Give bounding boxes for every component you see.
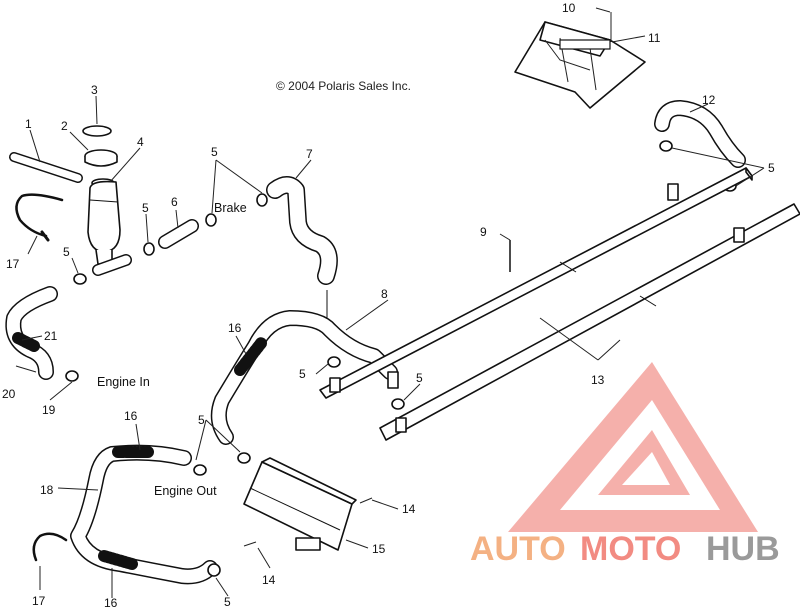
heat-exchanger-part-15 xyxy=(243,457,357,551)
fitting-upper-right xyxy=(667,183,679,201)
clamp-part-5-h xyxy=(391,398,405,410)
callout-14-b: 14 xyxy=(262,573,276,587)
callout-12: 12 xyxy=(702,93,716,107)
clamp-part-5-a xyxy=(73,273,87,285)
callout-14-a: 14 xyxy=(402,502,416,516)
copyright-text: © 2004 Polaris Sales Inc. xyxy=(276,79,411,93)
callout-5-f: 5 xyxy=(768,161,775,175)
fitting-lower-left xyxy=(395,417,407,433)
callout-11: 11 xyxy=(648,31,661,45)
clamp-part-5-e xyxy=(659,140,673,152)
fitting-upper-left xyxy=(329,377,341,393)
tube-part-1 xyxy=(9,152,83,183)
watermark-hub: HUB xyxy=(706,530,780,568)
callout-2: 2 xyxy=(61,119,68,133)
clamp-part-19 xyxy=(65,370,79,382)
clamp-part-5-k xyxy=(207,563,221,577)
callout-15: 15 xyxy=(372,542,386,556)
clamp-part-5-g xyxy=(327,356,341,368)
label-engine-out: Engine Out xyxy=(154,484,217,498)
o-ring-part-3 xyxy=(82,125,112,137)
callout-5-h: 5 xyxy=(224,595,231,609)
cap-part-2 xyxy=(84,149,118,167)
callout-20: 20 xyxy=(2,387,16,401)
callout-1: 1 xyxy=(25,117,32,131)
label-engine-in: Engine In xyxy=(97,375,150,389)
leader-lines xyxy=(15,7,765,598)
callout-5-c: 5 xyxy=(211,145,218,159)
callout-7: 7 xyxy=(306,147,313,161)
callout-5-a: 5 xyxy=(63,245,70,259)
fastener-part-14-b xyxy=(243,541,257,547)
clamp-part-17-top xyxy=(15,193,64,238)
callout-6: 6 xyxy=(171,195,178,209)
callout-21: 21 xyxy=(44,329,58,343)
callout-5-b: 5 xyxy=(142,201,149,215)
callout-9: 9 xyxy=(480,225,487,239)
callout-13: 13 xyxy=(591,373,605,387)
callout-16-b: 16 xyxy=(124,409,138,423)
heat-exchanger-part-13-lower xyxy=(379,203,800,441)
clamp-part-5-j xyxy=(193,464,207,476)
callout-16-c: 16 xyxy=(104,596,118,610)
clamp-part-5-i xyxy=(237,452,251,464)
heat-exchanger-part-13-upper xyxy=(319,167,753,399)
hose-part-8 xyxy=(210,310,398,445)
callout-8: 8 xyxy=(381,287,388,301)
callout-16-a: 16 xyxy=(228,321,242,335)
callout-5-g: 5 xyxy=(198,413,205,427)
watermark-moto: MOTO xyxy=(580,530,681,568)
callout-5-e: 5 xyxy=(416,371,423,385)
callout-5-d: 5 xyxy=(299,367,306,381)
hose-part-7 xyxy=(266,176,338,285)
bracket-part-11 xyxy=(514,12,646,109)
label-brake: Brake xyxy=(214,201,247,215)
watermark-logo: AUTO MOTO HUB xyxy=(470,362,780,568)
fastener-part-14-a xyxy=(359,497,373,504)
fitting-lower-right xyxy=(733,227,745,243)
hose-part-12 xyxy=(654,100,746,168)
hose-part-20 xyxy=(5,286,58,380)
watermark-auto: AUTO xyxy=(470,530,566,568)
clamp-part-5-d xyxy=(256,193,268,207)
clamp-part-5-b xyxy=(143,242,155,256)
connector-part-6 xyxy=(158,219,199,249)
callout-17-a: 17 xyxy=(6,257,20,271)
callout-19: 19 xyxy=(42,403,56,417)
callout-18: 18 xyxy=(40,483,54,497)
clamp-part-17-bottom xyxy=(32,532,68,562)
hose-part-18 xyxy=(70,444,218,585)
reservoir-part-4 xyxy=(87,178,132,276)
callout-3: 3 xyxy=(91,83,98,97)
callout-17-b: 17 xyxy=(32,594,46,608)
clamp-part-5-c xyxy=(205,213,217,227)
callout-10: 10 xyxy=(562,1,576,15)
callout-4: 4 xyxy=(137,135,144,149)
fitting-upper-mid xyxy=(387,371,399,389)
callout-labels: 1 2 3 4 5 5 5 5 5 5 5 5 5 5 6 7 8 9 10 1… xyxy=(2,1,775,610)
